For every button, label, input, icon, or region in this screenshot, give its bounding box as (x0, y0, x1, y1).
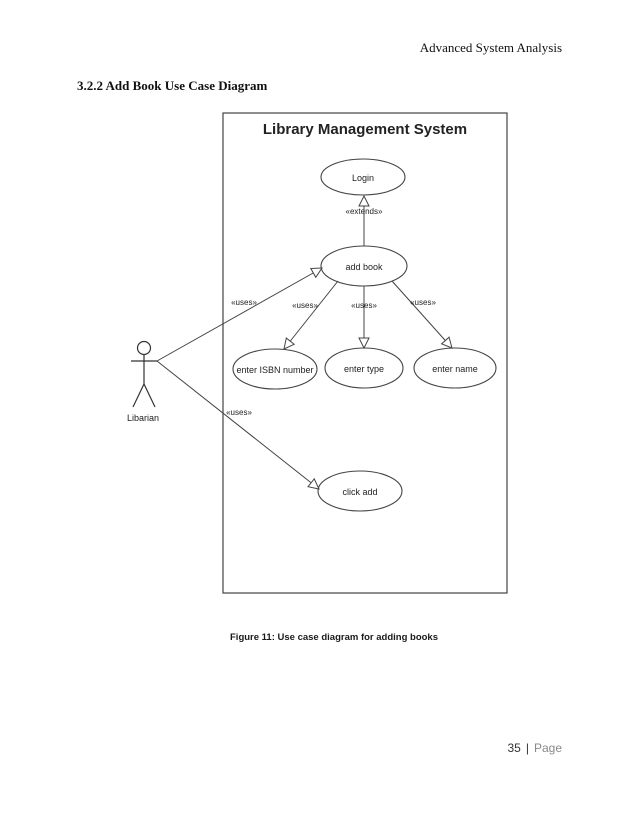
use-case-login-label: Login (352, 173, 374, 183)
extends-label: «extends» (346, 207, 383, 216)
use-case-add-book: add book (320, 245, 408, 287)
use-case-enter-type: enter type (324, 347, 404, 389)
use-case-enter-name-label: enter name (432, 364, 478, 374)
uses-label-type: «uses» (351, 301, 377, 310)
page-number: 35 (507, 741, 521, 755)
actor-to-add-book-arrow (156, 268, 322, 362)
uses-label-click-add: «uses» (226, 408, 252, 417)
librarian-actor (131, 340, 157, 408)
actor-right-leg (143, 383, 156, 408)
footer-separator: | (525, 741, 529, 755)
use-case-add-book-label: add book (345, 262, 383, 272)
use-case-click-add: click add (317, 470, 403, 512)
uses-label-isbn: «uses» (292, 301, 318, 310)
uses-isbn-arrow (284, 280, 339, 349)
running-header: Advanced System Analysis (419, 40, 562, 55)
section-heading: 3.2.2 Add Book Use Case Diagram (77, 78, 268, 93)
use-case-enter-type-label: enter type (344, 364, 384, 374)
page-word: Page (533, 741, 562, 755)
actor-label: Libarian (127, 413, 159, 423)
page-footer: 35 | Page (507, 741, 562, 755)
system-title: Library Management System (263, 121, 467, 138)
use-case-enter-isbn-label: enter ISBN number (236, 365, 313, 375)
actor-to-click-add-arrow (156, 360, 319, 489)
use-case-click-add-label: click add (342, 487, 377, 497)
use-case-login: Login (320, 158, 406, 196)
uses-label-name: «uses» (410, 298, 436, 307)
uses-name-arrow (391, 280, 452, 348)
actor-head (136, 340, 152, 356)
actor-left-leg (132, 383, 145, 408)
figure-caption: Figure 11: Use case diagram for adding b… (230, 632, 439, 643)
use-case-enter-name: enter name (413, 347, 497, 389)
uses-label-add-book: «uses» (231, 298, 257, 307)
use-case-enter-isbn: enter ISBN number (232, 348, 318, 390)
